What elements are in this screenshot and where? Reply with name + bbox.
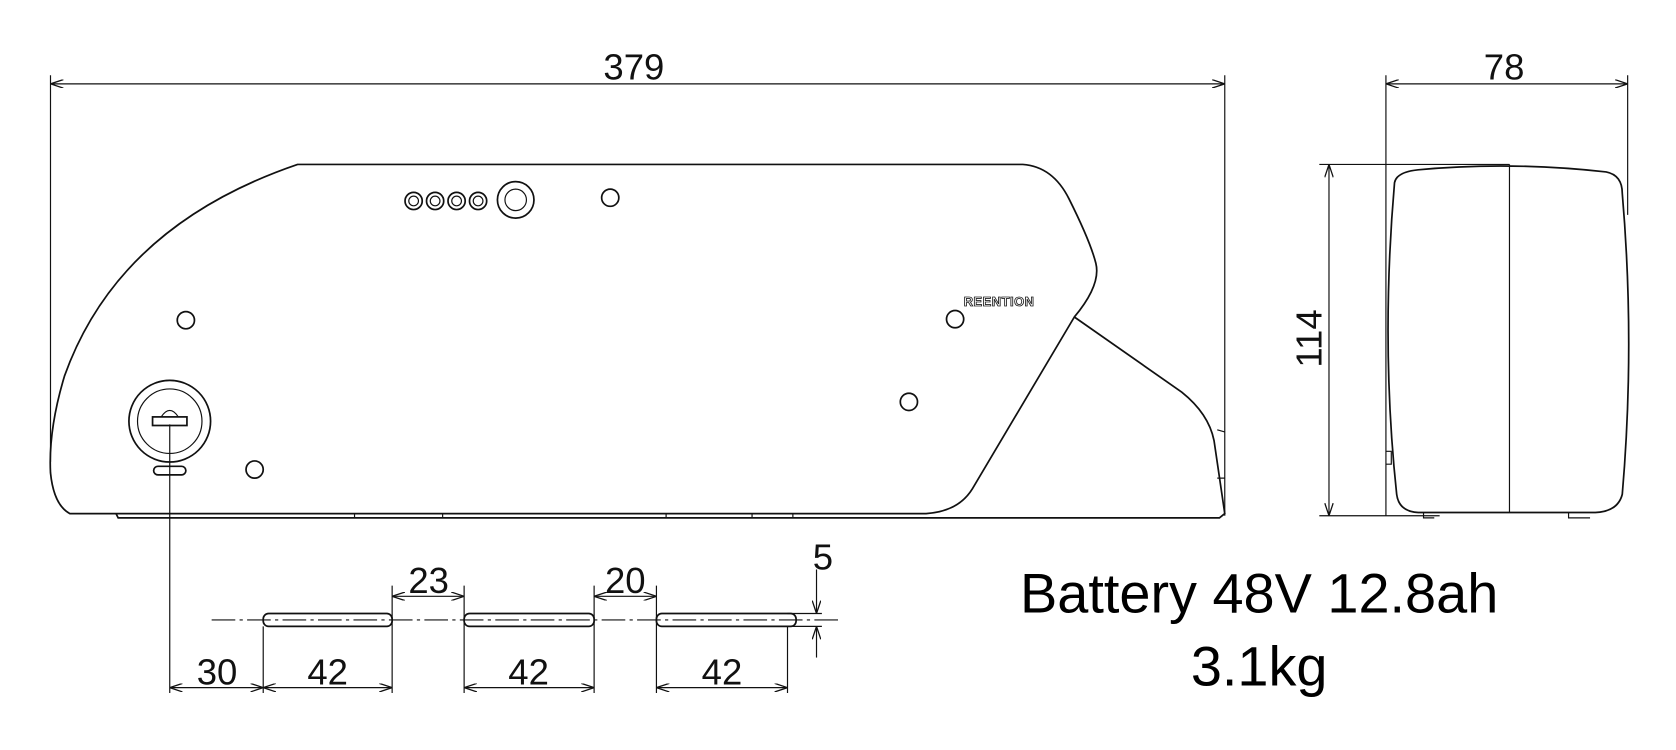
battery-body-outline [49, 163, 1098, 515]
brand-logo: REENTION [964, 294, 1035, 309]
rail-slots-detail: 30 42 42 42 23 20 5 [169, 424, 841, 694]
mount-hole-icon [176, 310, 196, 330]
battery-mount-outline [115, 316, 1226, 519]
dimension-height: 114 [1288, 163, 1510, 517]
dimension-width-label: 78 [1484, 47, 1525, 88]
battery-weight-caption: 3.1kg [1191, 634, 1328, 697]
dimension-width: 78 [1385, 47, 1629, 516]
mount-hole-icon [945, 309, 965, 329]
side-body-outline [1387, 165, 1630, 514]
mount-hole-icon [245, 460, 265, 479]
slot-length-label: 42 [702, 651, 743, 692]
side-view [1385, 164, 1630, 519]
front-view: REENTION [49, 163, 1226, 519]
slot-length-label: 42 [508, 651, 549, 692]
slot-gap-label: 20 [605, 560, 646, 601]
dimension-length: 379 [49, 47, 1226, 516]
slot-width-label: 5 [813, 536, 833, 577]
slot-offset-label: 30 [197, 651, 238, 692]
mount-hole-icon [899, 392, 919, 412]
led-indicator-icons [404, 191, 488, 211]
slot-length-label: 42 [307, 651, 348, 692]
power-button-icon [496, 180, 535, 220]
slot-gap-label: 23 [408, 560, 449, 601]
dimension-length-label: 379 [603, 47, 664, 88]
dimension-height-label: 114 [1288, 309, 1329, 367]
mount-hole-icon [600, 188, 620, 208]
battery-spec-caption: Battery 48V 12.8ah [1020, 561, 1498, 624]
